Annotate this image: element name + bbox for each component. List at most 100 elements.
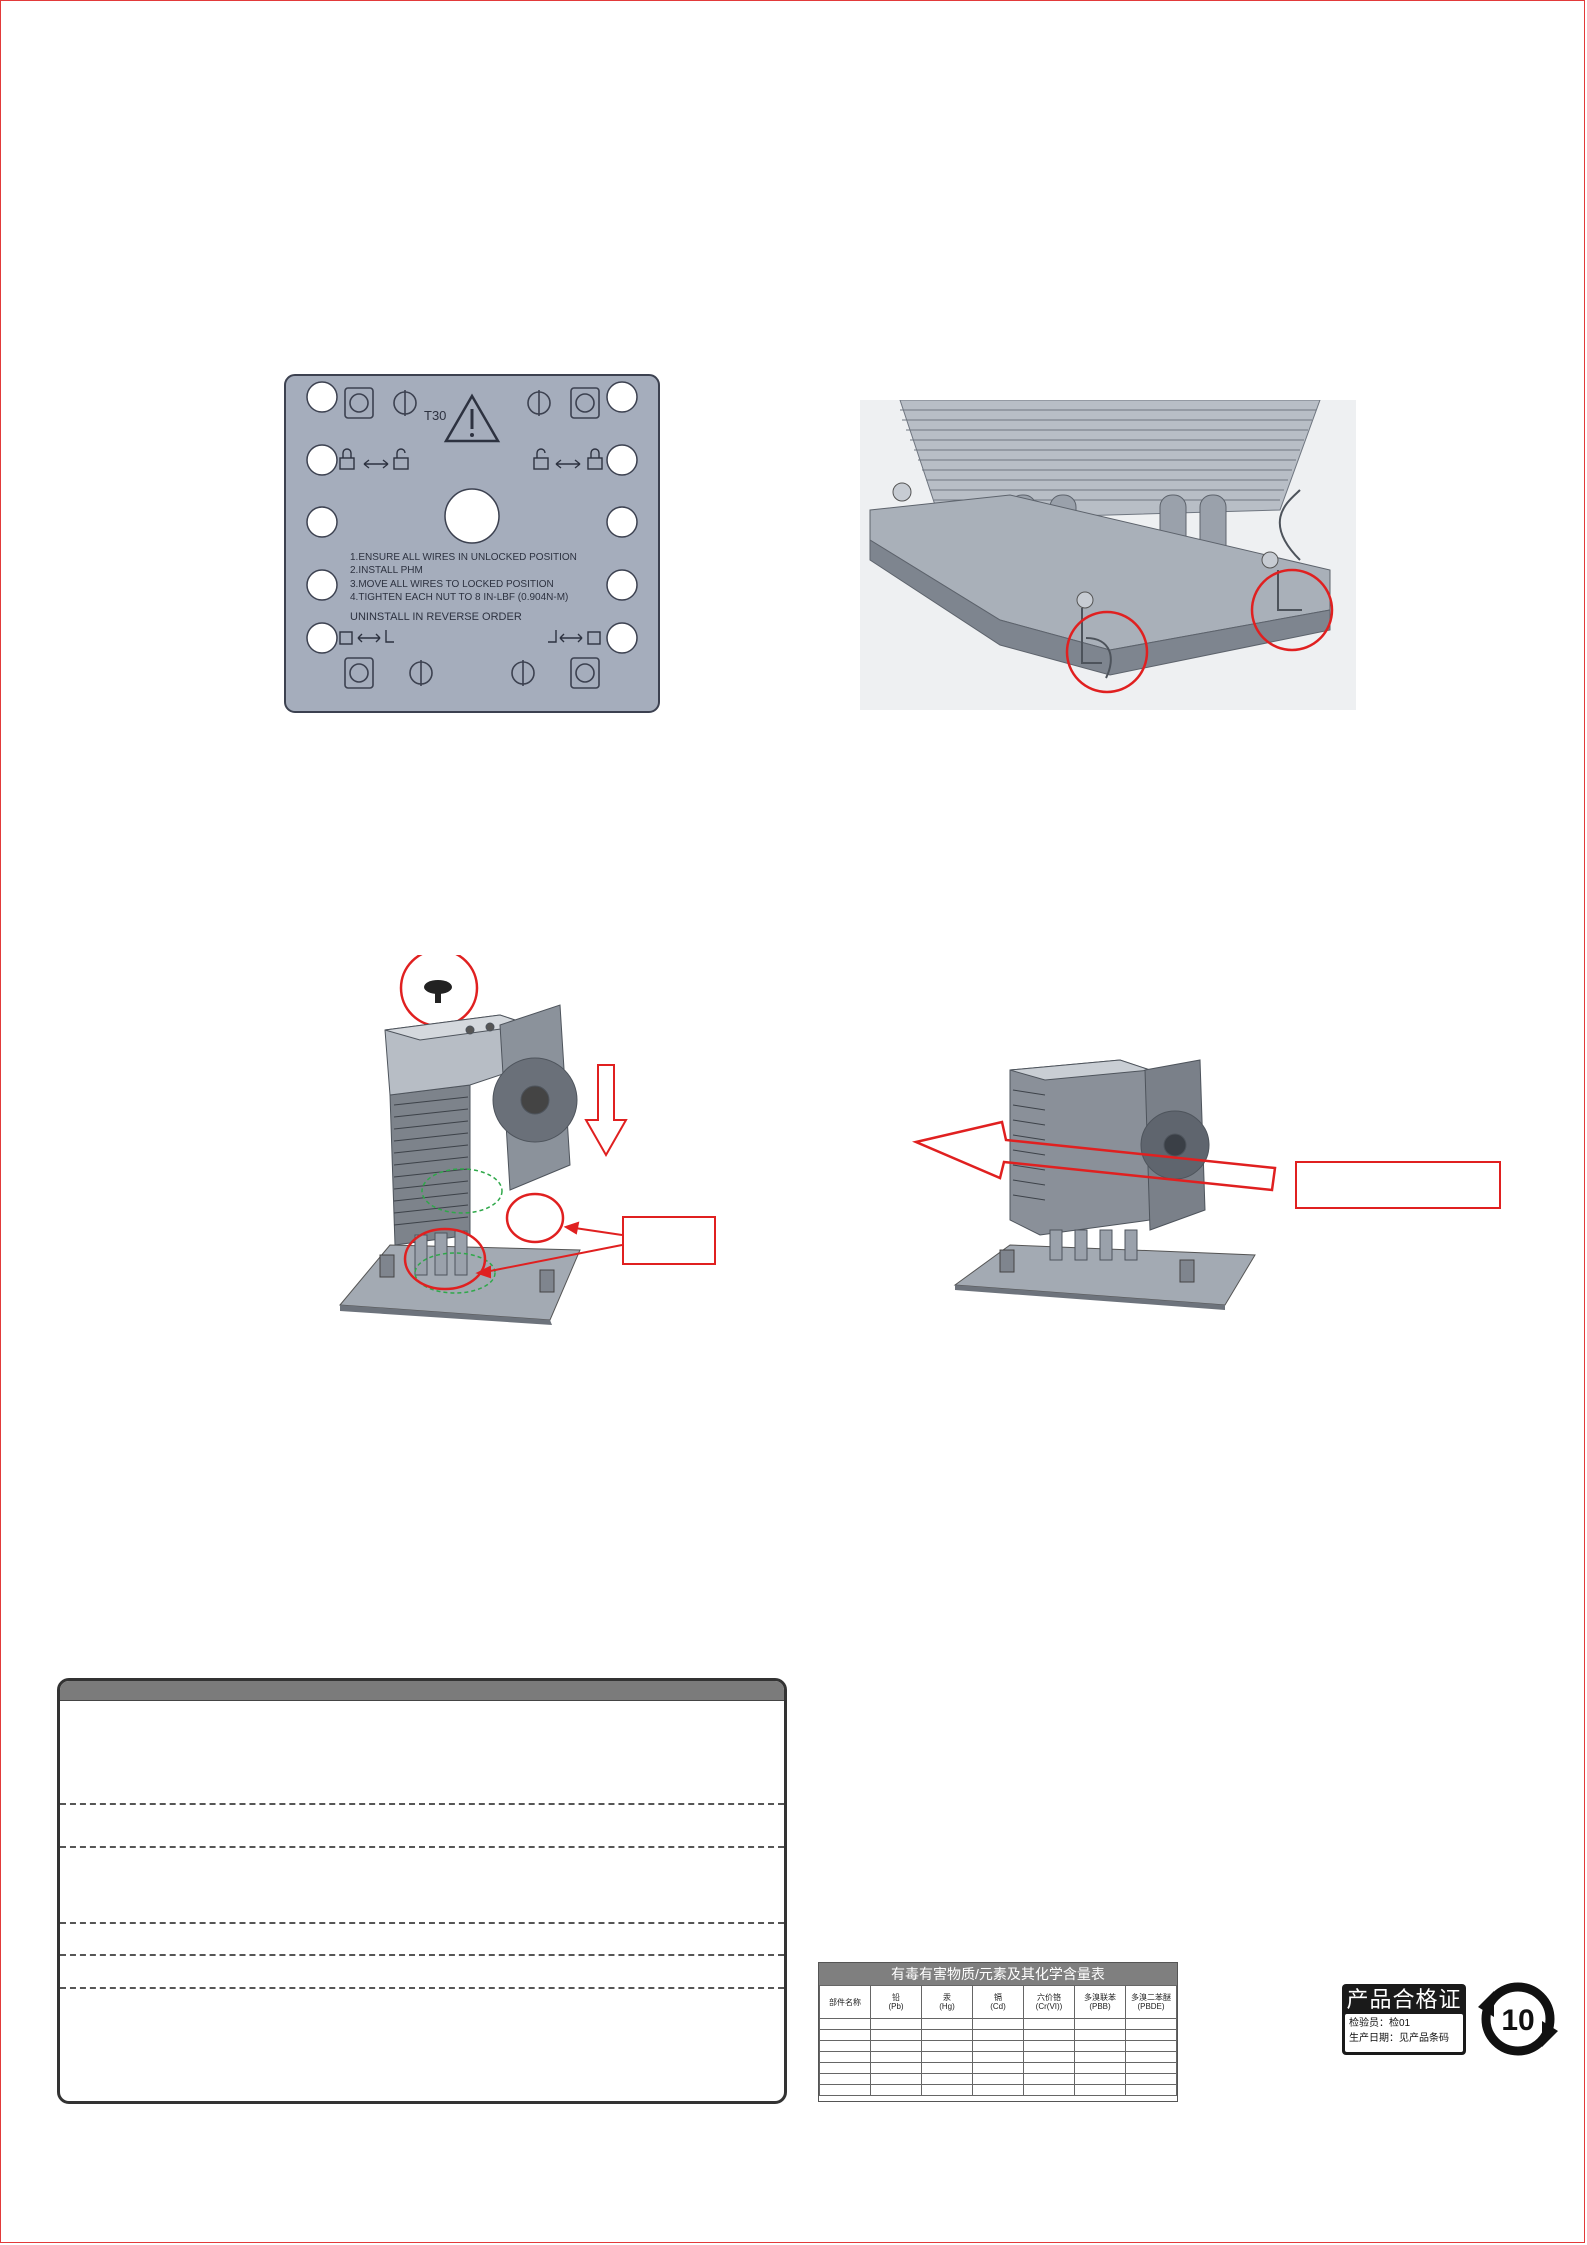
table-cell — [1074, 2029, 1126, 2041]
epup-years: 10 — [1501, 2004, 1534, 2037]
table-cell — [819, 2029, 871, 2041]
table-title: 有毒有害物质/元素及其化学含量表 — [819, 1963, 1177, 1985]
nut-highlight-left — [403, 1227, 487, 1291]
table-cell — [1074, 2051, 1126, 2063]
nut-highlight-right — [505, 1192, 565, 1244]
table-cell — [1125, 2040, 1177, 2052]
torx-icon — [344, 387, 600, 419]
divider — [60, 1922, 784, 1924]
table-cell — [972, 2029, 1024, 2041]
divider — [60, 1803, 784, 1805]
label-plate-figure: T30 1.ENSURE ALL WIRES IN UNLOCKED POSIT… — [284, 374, 660, 713]
panel-header — [60, 1681, 784, 1701]
table-cell — [1125, 2029, 1177, 2041]
table-cell — [1023, 2018, 1075, 2030]
table-cell — [1023, 2073, 1075, 2085]
mounting-holes — [306, 381, 638, 654]
column-header: 镉(Cd) — [972, 1985, 1024, 2019]
step-3: 3.MOVE ALL WIRES TO LOCKED POSITION — [350, 579, 554, 590]
inspector-line: 检验员：检01 — [1349, 2018, 1411, 2029]
wire-clip-highlight-left — [1065, 610, 1149, 694]
table-cell — [819, 2040, 871, 2052]
certificate-title: 产品合格证 — [1346, 1986, 1462, 2013]
table-cell — [1023, 2084, 1075, 2096]
warning-icon — [443, 393, 501, 443]
divider — [60, 1846, 784, 1848]
column-header: 六价铬(Cr(VI)) — [1023, 1985, 1075, 2019]
table-cell — [972, 2051, 1024, 2063]
table-cell — [1023, 2029, 1075, 2041]
table-cell — [819, 2073, 871, 2085]
table-row — [819, 2084, 1177, 2096]
table-cell — [1023, 2062, 1075, 2074]
table-cell — [1074, 2018, 1126, 2030]
table-row — [819, 2029, 1177, 2041]
table-cell — [1125, 2051, 1177, 2063]
airflow-arrow-icon — [912, 1120, 1277, 1192]
table-body — [819, 2018, 1177, 2096]
column-header: 多溴联苯(PBB) — [1074, 1985, 1126, 2019]
table-cell — [972, 2084, 1024, 2096]
wire-clip-figure — [860, 400, 1356, 710]
table-cell — [870, 2084, 922, 2096]
table-cell — [1074, 2073, 1126, 2085]
table-cell — [921, 2084, 973, 2096]
table-cell — [870, 2062, 922, 2074]
table-cell — [921, 2062, 973, 2074]
divider — [60, 1954, 784, 1956]
table-cell — [1074, 2040, 1126, 2052]
orientation-figure — [912, 1059, 1501, 1310]
table-cell — [921, 2073, 973, 2085]
callout-box — [622, 1216, 716, 1265]
column-header: 多溴二苯醚(PBDE) — [1125, 1985, 1177, 2019]
table-cell — [972, 2040, 1024, 2052]
table-row — [819, 2018, 1177, 2030]
table-cell — [921, 2051, 973, 2063]
table-cell — [870, 2051, 922, 2063]
callout-pointer — [475, 1221, 623, 1279]
wire-clip-highlight-right — [1250, 568, 1334, 652]
table-cell — [870, 2029, 922, 2041]
heatsink-body-right — [1009, 1059, 1210, 1261]
table-cell — [1023, 2040, 1075, 2052]
environmental-protection-use-period-icon: 10 — [1478, 1982, 1558, 2056]
table-row — [819, 2073, 1177, 2085]
table-row — [819, 2040, 1177, 2052]
bottom-torx-icons — [344, 657, 600, 689]
table-cell — [870, 2073, 922, 2085]
table-cell — [1125, 2018, 1177, 2030]
table-cell — [972, 2018, 1024, 2030]
screw-icon — [424, 980, 452, 1003]
column-header: 铅(Pb) — [870, 1985, 922, 2019]
table-cell — [972, 2062, 1024, 2074]
socket-plate — [338, 1244, 581, 1325]
table-cell — [870, 2018, 922, 2030]
divider — [60, 1987, 784, 1989]
table-cell — [819, 2051, 871, 2063]
table-cell — [1074, 2062, 1126, 2074]
table-cell — [819, 2018, 871, 2030]
table-cell — [1125, 2073, 1177, 2085]
install-instructions: 1.ENSURE ALL WIRES IN UNLOCKED POSITION … — [350, 552, 577, 623]
table-cell — [1023, 2051, 1075, 2063]
step-1: 1.ENSURE ALL WIRES IN UNLOCKED POSITION — [350, 552, 577, 563]
table-cell — [921, 2040, 973, 2052]
bottom-lock-icons — [339, 630, 601, 645]
down-arrow-icon — [584, 1064, 628, 1158]
table-cell — [972, 2073, 1024, 2085]
socket-plate-right — [953, 1244, 1256, 1310]
quality-certificate: 产品合格证 检验员：检01 生产日期：见产品条码 — [1342, 1984, 1466, 2055]
certificate-body: 检验员：检01 生产日期：见产品条码 — [1345, 2014, 1463, 2052]
heatsink-fins — [899, 400, 1321, 521]
tool-size-label: T30 — [424, 408, 446, 423]
alignment-hint-lower — [414, 1252, 496, 1294]
table-cell — [1125, 2062, 1177, 2074]
heatsink-body — [384, 1004, 578, 1276]
table-row — [819, 2062, 1177, 2074]
install-figure — [338, 955, 716, 1325]
production-date-line: 生产日期：见产品条码 — [1349, 2033, 1449, 2044]
substance-grid: 部件名称 铅(Pb) 汞(Hg) 镉(Cd) 六价铬(Cr(VI)) 多溴联苯(… — [819, 1985, 1177, 2096]
table-cell — [1074, 2084, 1126, 2096]
hazardous-substance-table: 有毒有害物质/元素及其化学含量表 部件名称 铅(Pb) 汞(Hg) 镉(Cd) … — [818, 1962, 1178, 2102]
wire-clips — [1081, 489, 1302, 679]
